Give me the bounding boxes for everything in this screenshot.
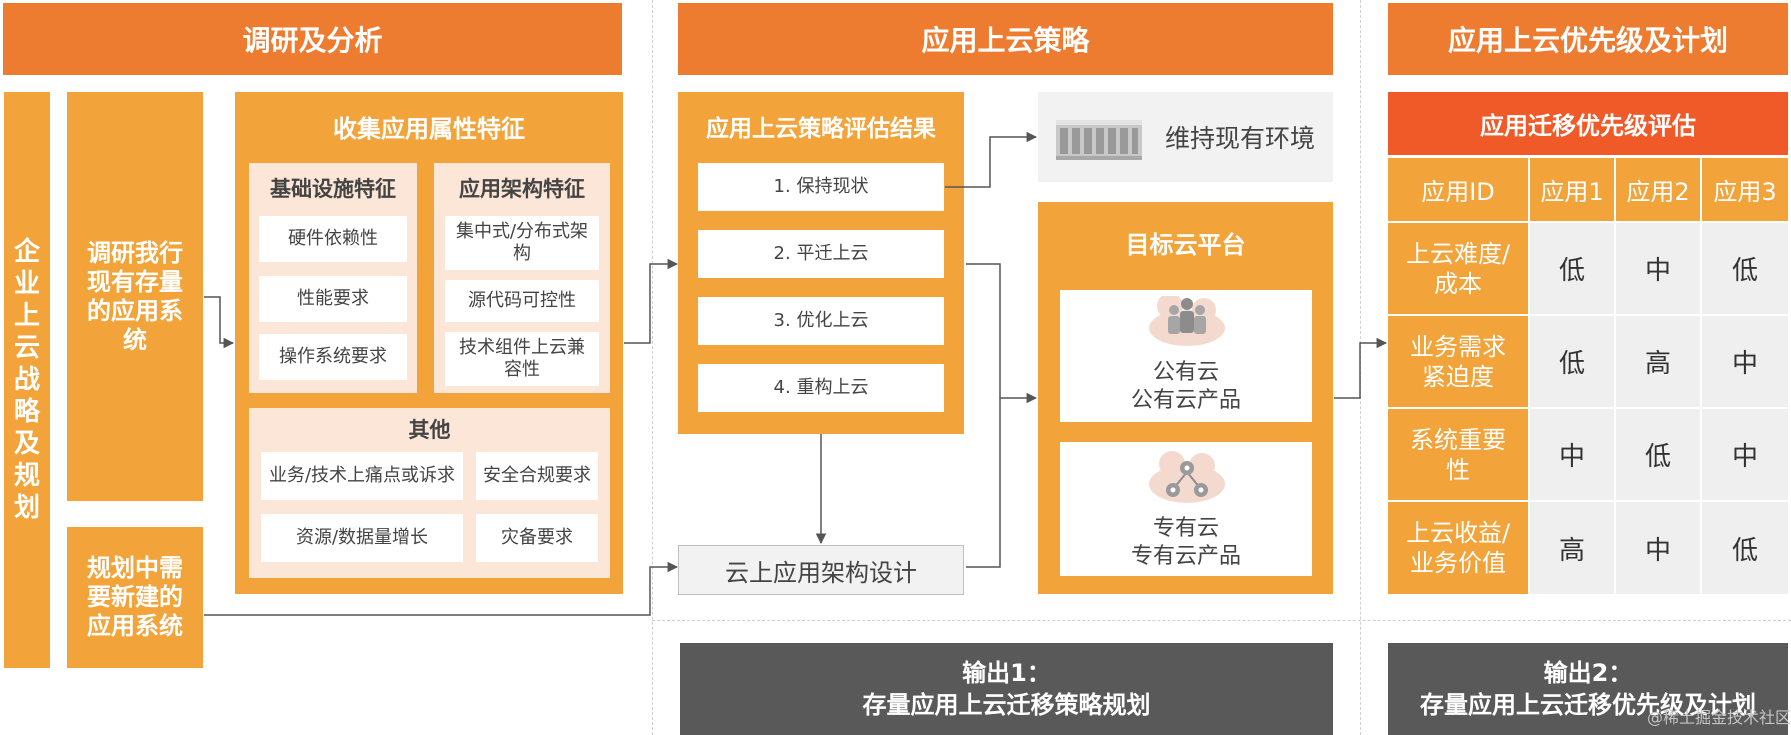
output-2-label: 输出2：: [1543, 659, 1633, 687]
table-cell: 中: [1702, 409, 1788, 500]
watermark: @稀土掘金技术社区: [1646, 708, 1791, 727]
table-cell: 中: [1530, 409, 1614, 500]
output-1-text: 存量应用上云迁移策略规划: [862, 691, 1151, 719]
strategy-option: 2. 平迁上云: [698, 230, 944, 278]
other-item: 业务/技术上痛点或诉求: [261, 452, 463, 500]
output-1-label: 输出1：: [962, 659, 1051, 687]
separator-1: [652, 0, 653, 735]
new-apps-box: 规划中需要新建的应用系统: [67, 527, 203, 668]
table-row-label: 上云收益/业务价值: [1388, 502, 1528, 594]
table-cell: 低: [1702, 502, 1788, 594]
infra-item: 硬件依赖性: [259, 216, 407, 262]
table-row-label: 系统重要性: [1388, 409, 1528, 500]
other-item: 资源/数据量增长: [261, 514, 463, 562]
arrow-to-target-cloud: [966, 392, 1038, 568]
output-2-box: 输出2： 存量应用上云迁移优先级及计划: [1388, 643, 1788, 735]
header-research: 调研及分析: [3, 3, 622, 75]
infra-features-title: 基础设施特征: [270, 177, 396, 201]
cloud-arch-design-box: 云上应用架构设计: [678, 545, 964, 595]
separator-3: [652, 620, 1791, 621]
arrow-new-to-arch: [204, 561, 679, 616]
table-row-label: 业务需求紧迫度: [1388, 316, 1528, 407]
arrow-migrate-line: [966, 263, 1001, 398]
table-cell: 高: [1530, 502, 1614, 594]
target-cloud-title: 目标云平台: [1125, 230, 1246, 259]
public-cloud-product-label: 公有云产品: [1130, 388, 1241, 413]
output-1-box: 输出1： 存量应用上云迁移策略规划: [680, 643, 1333, 735]
server-rack-icon: [1056, 116, 1142, 160]
table-cell: 低: [1702, 223, 1788, 314]
arch-item: 技术组件上云兼容性: [445, 332, 599, 386]
private-cloud-network-icon: [1146, 450, 1228, 506]
arch-features-title: 应用架构特征: [459, 177, 585, 201]
other-features-title: 其他: [408, 418, 451, 442]
arrow-survey-to-collect: [204, 296, 235, 349]
table-header-cell: 应用2: [1616, 158, 1700, 221]
other-item: 安全合规要求: [476, 452, 598, 500]
infra-item: 性能要求: [259, 276, 407, 322]
other-item: 灾备要求: [476, 514, 598, 562]
public-cloud-label: 公有云: [1152, 360, 1219, 385]
keep-environment-label: 维持现有环境: [1164, 124, 1315, 153]
strategy-option: 3. 优化上云: [698, 297, 944, 345]
strategy-vertical-label: 企业上云战略及规划: [4, 92, 50, 668]
collect-features-title: 收集应用属性特征: [333, 114, 525, 143]
private-cloud-product-label: 专有云产品: [1130, 544, 1241, 569]
arch-item: 集中式/分布式架构: [445, 216, 599, 270]
table-cell: 中: [1616, 502, 1700, 594]
arrow-keep-to-env: [945, 131, 1038, 188]
table-cell: 低: [1530, 223, 1614, 314]
survey-existing-apps-box: 调研我行现有存量的应用系统: [67, 92, 203, 501]
strategy-option: 4. 重构上云: [698, 364, 944, 412]
header-strategy: 应用上云策略: [678, 3, 1333, 75]
arrow-to-priority: [1334, 337, 1388, 399]
table-row-label: 上云难度/成本: [1388, 223, 1528, 314]
table-header-cell: 应用3: [1702, 158, 1788, 221]
header-priority: 应用上云优先级及计划: [1388, 3, 1788, 75]
strategy-option: 1. 保持现状: [698, 163, 944, 211]
private-cloud-label: 专有云: [1152, 516, 1219, 541]
output-2-text: 存量应用上云迁移优先级及计划: [1420, 691, 1756, 719]
arch-item: 源代码可控性: [445, 280, 599, 322]
arrow-collect-to-strategy: [624, 258, 679, 344]
table-cell: 中: [1702, 316, 1788, 407]
table-header-cell: 应用1: [1530, 158, 1614, 221]
table-header-cell: 应用ID: [1388, 158, 1528, 221]
infra-item: 操作系统要求: [259, 334, 407, 380]
table-cell: 中: [1616, 223, 1700, 314]
table-cell: 低: [1530, 316, 1614, 407]
table-cell: 低: [1616, 409, 1700, 500]
priority-eval-title: 应用迁移优先级评估: [1388, 92, 1788, 155]
strategy-result-title: 应用上云策略评估结果: [706, 116, 936, 142]
table-cell: 高: [1616, 316, 1700, 407]
public-cloud-users-icon: [1146, 293, 1228, 348]
